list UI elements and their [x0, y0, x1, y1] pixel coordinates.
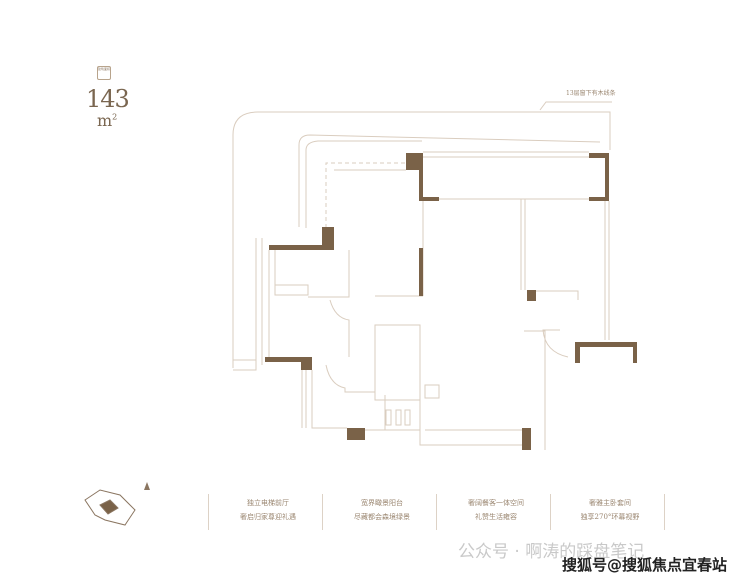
feature-desc: 礼赞生活雍容	[475, 513, 517, 521]
sohu-watermark: 搜狐号@搜狐焦点宜春站	[562, 556, 728, 574]
feature-title: 奢雅主卧套间	[589, 499, 631, 507]
feature-balcony: 宽界瞰景阳台尽藏都会森境绿景	[322, 496, 442, 524]
feature-foyer: 独立电梯前厅奢启归家尊迎礼遇	[208, 496, 328, 524]
divider	[322, 494, 323, 530]
divider	[550, 494, 551, 530]
key-plan	[84, 489, 136, 526]
unit-text: m	[97, 111, 113, 130]
structural-walls	[265, 153, 637, 450]
badge-text: 建筑面积	[98, 67, 111, 71]
area-value: 143	[86, 85, 130, 113]
wall	[522, 428, 531, 450]
area-unit: m2	[97, 111, 117, 130]
north-arrow-icon	[144, 482, 150, 490]
divider	[208, 494, 209, 530]
wall	[575, 342, 637, 363]
wall	[269, 227, 334, 250]
annotation-leader	[539, 101, 612, 111]
feature-title: 独立电梯前厅	[247, 499, 289, 507]
divider	[664, 494, 665, 530]
wall	[589, 153, 609, 201]
window-note: 13层窗下有木线条	[566, 90, 616, 97]
wall	[406, 153, 439, 201]
wall	[527, 290, 536, 301]
feature-desc: 奢启归家尊迎礼遇	[240, 513, 296, 521]
feature-title: 奢阔餐客一体空间	[468, 499, 524, 507]
wall	[265, 357, 312, 370]
feature-living: 奢阔餐客一体空间礼赞生活雍容	[436, 496, 556, 524]
feature-title: 宽界瞰景阳台	[361, 499, 403, 507]
area-badge-icon: 建筑面积	[97, 66, 111, 80]
wall	[347, 428, 365, 440]
divider	[436, 494, 437, 530]
feature-desc: 独享270°环幕视野	[580, 513, 640, 521]
feature-desc: 尽藏都会森境绿景	[354, 513, 410, 521]
outer-boundary	[232, 111, 611, 368]
unit-sup: 2	[112, 112, 118, 122]
wall	[419, 248, 423, 296]
balcony-curve	[298, 134, 601, 227]
feature-master: 奢雅主卧套间独享270°环幕视野	[550, 496, 670, 524]
wechat-watermark: 公众号 · 啊涛的踩盘笔记	[458, 542, 645, 562]
